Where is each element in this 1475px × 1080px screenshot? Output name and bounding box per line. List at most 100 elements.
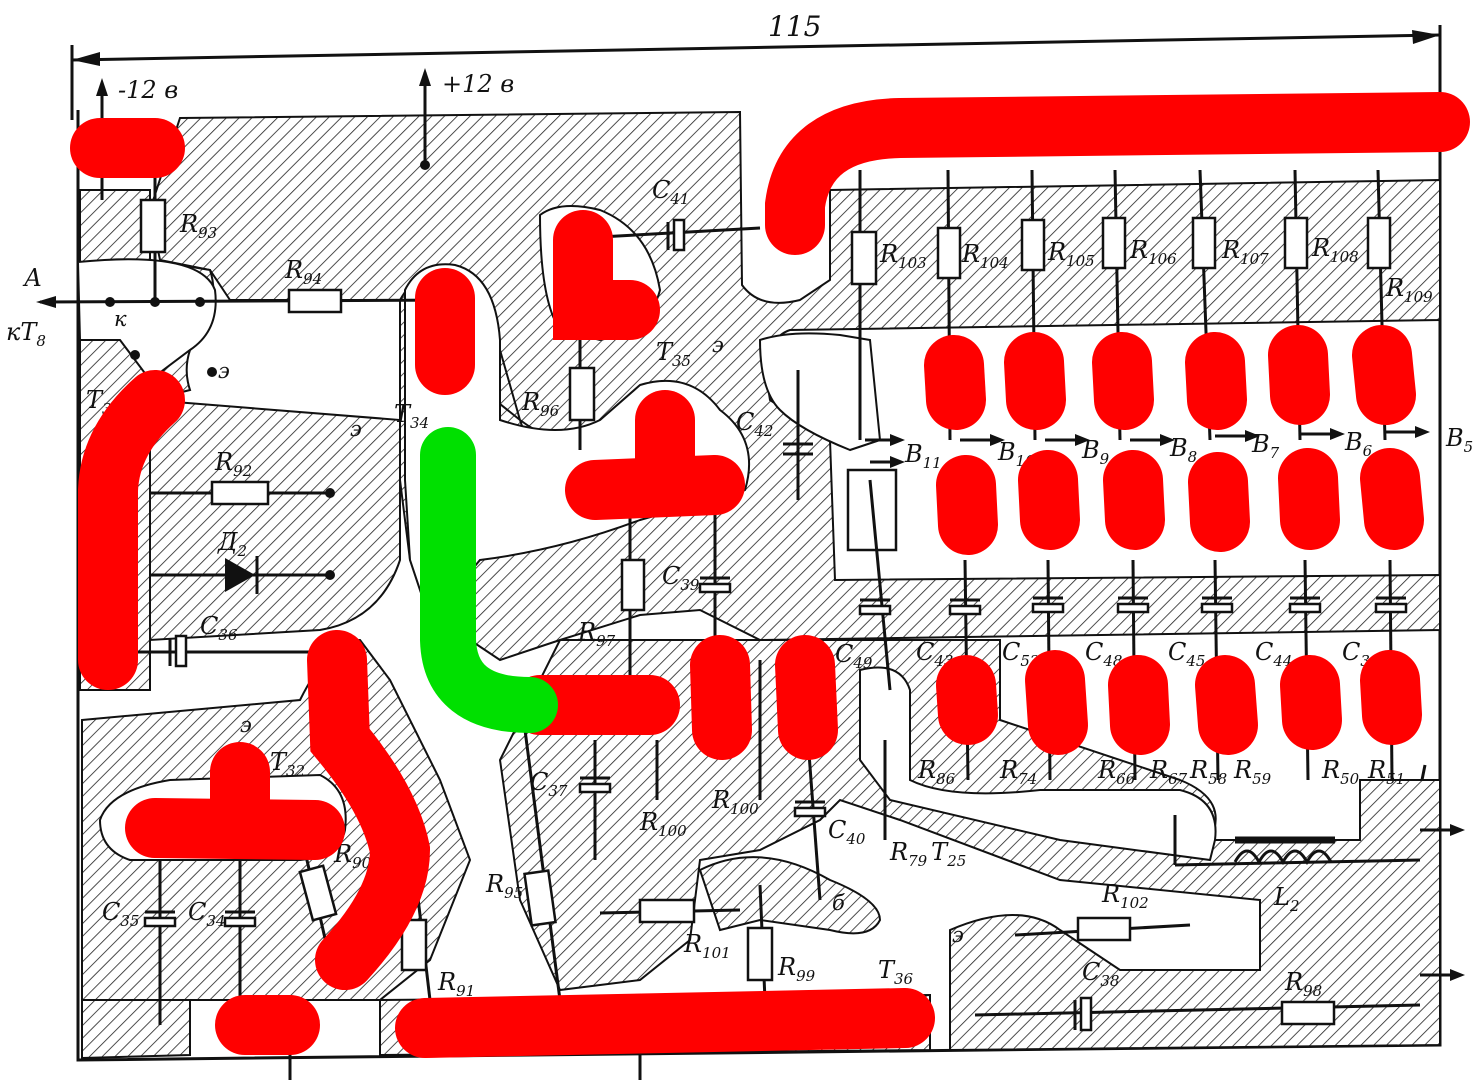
label-output-b5: В5 bbox=[1445, 424, 1473, 456]
resistor-r97 bbox=[620, 558, 646, 612]
resistor-r99 bbox=[746, 926, 774, 982]
label-r93: R93 bbox=[179, 210, 217, 242]
red-highlight bbox=[307, 630, 431, 990]
pin-e-t32: э bbox=[240, 713, 252, 737]
label-output-b7: В7 bbox=[1251, 430, 1280, 462]
pin-e-t33: э bbox=[218, 359, 230, 383]
label-c41: С41 bbox=[652, 176, 689, 208]
capacitor-c42 bbox=[783, 442, 813, 456]
label-bank-bottom-51: R51 bbox=[1367, 756, 1405, 788]
label-r95: R95 bbox=[485, 870, 523, 902]
label-c39: С39 bbox=[662, 562, 700, 594]
label-r98: R98 bbox=[1284, 968, 1322, 1000]
capacitor-c39 bbox=[698, 576, 732, 594]
label-c38: С38 bbox=[1082, 958, 1119, 990]
label-t36: Т36 bbox=[878, 956, 914, 988]
label-bank-top-107: R107 bbox=[1221, 236, 1269, 268]
label-c40: С40 bbox=[828, 816, 866, 848]
pin-e-t34: э bbox=[350, 417, 362, 441]
pin-e-t35: э bbox=[712, 333, 724, 357]
label-c34: С34 bbox=[188, 898, 225, 930]
label-output-b9: В9 bbox=[1081, 436, 1110, 468]
label-bank-top-109: R109 bbox=[1385, 274, 1433, 306]
label-b11: В11 bbox=[904, 440, 942, 472]
label-cap-44: С44 bbox=[1255, 638, 1292, 670]
capacitor-c36 bbox=[168, 634, 188, 668]
capacitor-c41 bbox=[666, 218, 686, 252]
label-t34: Т34 bbox=[394, 400, 429, 432]
label-bank-top-106: R106 bbox=[1129, 236, 1177, 268]
capacitor-symbols bbox=[143, 218, 1408, 1032]
inductor-l2 bbox=[1233, 836, 1335, 866]
label-bank-bottom-50: R50 bbox=[1321, 756, 1360, 788]
capacitor-c35 bbox=[143, 910, 177, 928]
label-bank-bottom-74: R74 bbox=[999, 756, 1037, 788]
label-r97: R97 bbox=[577, 618, 616, 650]
resistor-r90 bbox=[298, 864, 338, 922]
red-highlight bbox=[78, 370, 185, 690]
label-bank-top-108: R108 bbox=[1311, 234, 1359, 266]
label-kt: кТ8 bbox=[6, 318, 46, 350]
resistor-r94 bbox=[287, 288, 343, 314]
diode-d2 bbox=[225, 556, 259, 594]
label-t32: Т32 bbox=[270, 748, 305, 780]
red-highlight bbox=[775, 635, 838, 760]
label-r101: R101 bbox=[683, 930, 731, 962]
red-highlight bbox=[690, 635, 752, 760]
resistor-r98 bbox=[1280, 1000, 1336, 1026]
label-r91: R91 bbox=[437, 968, 475, 1000]
labels: -12 в +12 в А кТ8 R93 R94 R92 Д2 С36 Т33… bbox=[6, 70, 1322, 1000]
dimension-label: 115 bbox=[768, 10, 821, 43]
label-bank-top-103: R103 bbox=[879, 240, 927, 272]
pin-e-t36: э bbox=[952, 923, 964, 947]
red-bank-top bbox=[924, 325, 1416, 430]
resistor-r96 bbox=[568, 366, 596, 422]
capacitor-c38 bbox=[1073, 996, 1093, 1032]
label-c49: С49 bbox=[835, 640, 873, 672]
output-arrows bbox=[865, 426, 1465, 981]
red-highlight bbox=[395, 988, 935, 1058]
red-highlights bbox=[70, 92, 1470, 1058]
label-r99: R99 bbox=[777, 953, 816, 985]
label-output-b8: В8 bbox=[1169, 434, 1197, 466]
label-c37: С37 bbox=[530, 768, 568, 800]
label-l2: L2 bbox=[1273, 883, 1299, 915]
red-bank-bottom bbox=[936, 650, 1422, 755]
label-bank-bottom-66: R66 bbox=[1097, 756, 1136, 788]
label-c35: С35 bbox=[102, 898, 139, 930]
label-minus-12v: -12 в bbox=[118, 76, 178, 104]
resistor-symbols bbox=[139, 198, 1392, 1026]
label-r100a: R100 bbox=[639, 808, 687, 840]
label-r94: R94 bbox=[284, 256, 322, 288]
resistor-r92 bbox=[210, 480, 270, 506]
label-r102: R102 bbox=[1101, 880, 1149, 912]
label-a: А bbox=[22, 264, 42, 292]
label-bank-bottom-59: R59 bbox=[1233, 756, 1272, 788]
capacitor-c49 bbox=[858, 598, 892, 616]
label-c42: С42 bbox=[736, 408, 773, 440]
pin-b: б bbox=[832, 891, 845, 915]
pin-k: к bbox=[114, 307, 127, 331]
label-r92: R92 bbox=[214, 448, 252, 480]
label-output-b6: В6 bbox=[1344, 428, 1373, 460]
label-r96: R96 bbox=[521, 388, 560, 420]
capacitor-c34 bbox=[223, 910, 257, 928]
red-highlight bbox=[553, 210, 660, 340]
resistor-r93 bbox=[139, 198, 167, 254]
red-bank-mid bbox=[936, 448, 1424, 555]
label-cap-48: С48 bbox=[1085, 638, 1122, 670]
resistor-r95 bbox=[523, 869, 557, 927]
dimension-line: 115 bbox=[70, 10, 1442, 120]
label-plus-12v: +12 в bbox=[442, 70, 514, 98]
capacitor-c37 bbox=[578, 776, 612, 794]
label-cap-45: С45 bbox=[1168, 638, 1205, 670]
label-bank-bottom-58: R58 bbox=[1189, 756, 1227, 788]
label-bank-top-105: R105 bbox=[1047, 238, 1095, 270]
capacitor-c40 bbox=[793, 800, 827, 818]
label-bank-top-104: R104 bbox=[961, 240, 1009, 272]
label-bank-bottom-86: R86 bbox=[917, 756, 956, 788]
resistor-r102 bbox=[1076, 916, 1132, 942]
